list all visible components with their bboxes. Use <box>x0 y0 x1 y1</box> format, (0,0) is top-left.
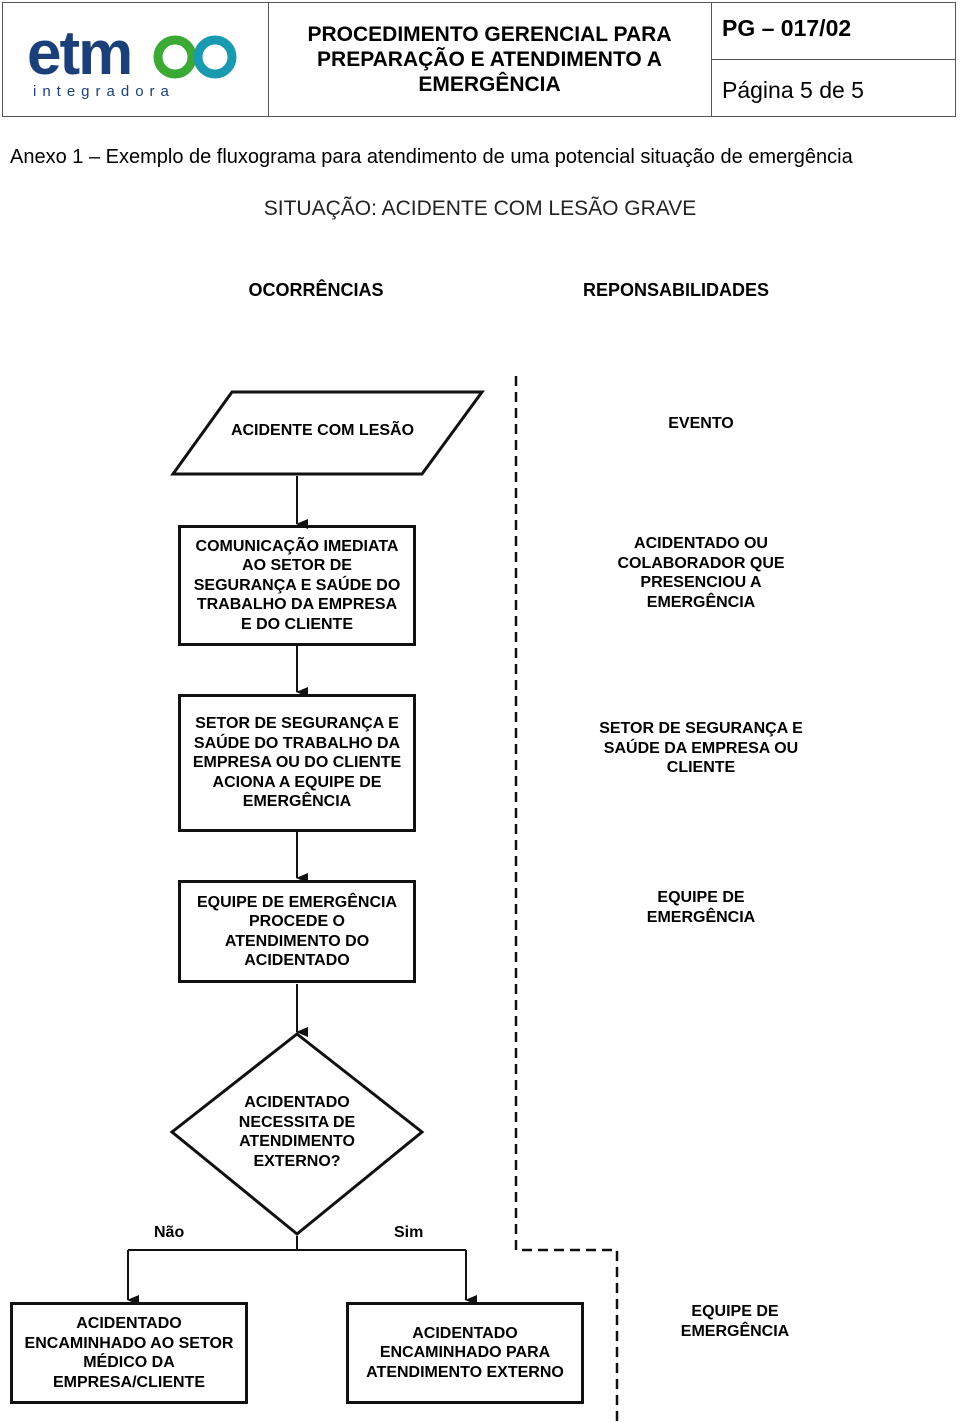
start-parallelogram <box>170 390 485 476</box>
divider <box>712 59 955 60</box>
column-separator-dashed <box>514 376 619 1423</box>
annex-title: Anexo 1 – Exemplo de fluxograma para ate… <box>10 146 853 168</box>
responsibility-emergency-team-final: EQUIPE DE EMERGÊNCIA <box>680 1303 790 1340</box>
branch-label-no: Não <box>154 1224 185 1241</box>
responsibility-safety-sector: SETOR DE SEGURANÇA E SAÚDE DA EMPRESA OU… <box>599 720 803 776</box>
company-logo-subtitle: integradora <box>33 83 175 100</box>
document-title: PROCEDIMENTO GERENCIAL PARA PREPARAÇÃO E… <box>307 23 672 96</box>
flow-start: ACIDENTE COM LESÃO <box>230 422 415 440</box>
page-number: Página 5 de 5 <box>722 77 864 103</box>
flow-decision: ACIDENTADO NECESSITA DE ATENDIMENTO EXTE… <box>238 1094 356 1170</box>
code-cell: PG – 017/02 Página 5 de 5 <box>712 3 955 116</box>
company-logo: etm <box>27 19 133 88</box>
decision-diamond <box>169 1032 425 1236</box>
branch-label-yes: Sim <box>394 1224 424 1241</box>
flow-outcome-medical-sector: ACIDENTADO ENCAMINHADO AO SETOR MÉDICO D… <box>10 1302 248 1404</box>
responsibility-event: EVENTO <box>668 415 734 432</box>
document-header: etm integradora PROCEDIMENTO GERENCIAL P… <box>2 2 956 117</box>
column-header-responsibilities: REPONSABILIDADES <box>582 280 770 300</box>
flow-step-activate-team: SETOR DE SEGURANÇA E SAÚDE DO TRABALHO D… <box>178 694 416 832</box>
situation-title: SITUAÇÃO: ACIDENTE COM LESÃO GRAVE <box>263 197 697 220</box>
title-cell: PROCEDIMENTO GERENCIAL PARA PREPARAÇÃO E… <box>268 3 712 116</box>
column-header-occurrences: OCORRÊNCIAS <box>248 280 384 300</box>
logo-rings-icon <box>153 35 237 79</box>
logo-cell: etm integradora <box>3 3 269 116</box>
responsibility-emergency-team: EQUIPE DE EMERGÊNCIA <box>646 889 756 926</box>
flow-step-attendance: EQUIPE DE EMERGÊNCIA PROCEDE O ATENDIMEN… <box>178 880 416 983</box>
flow-outcome-external-care: ACIDENTADO ENCAMINHADO PARA ATENDIMENTO … <box>346 1302 584 1404</box>
document-code: PG – 017/02 <box>722 15 852 41</box>
flow-step-communication: COMUNICAÇÃO IMEDIATA AO SETOR DE SEGURAN… <box>178 525 416 646</box>
responsibility-witness: ACIDENTADO OU COLABORADOR QUE PRESENCIOU… <box>617 535 785 611</box>
